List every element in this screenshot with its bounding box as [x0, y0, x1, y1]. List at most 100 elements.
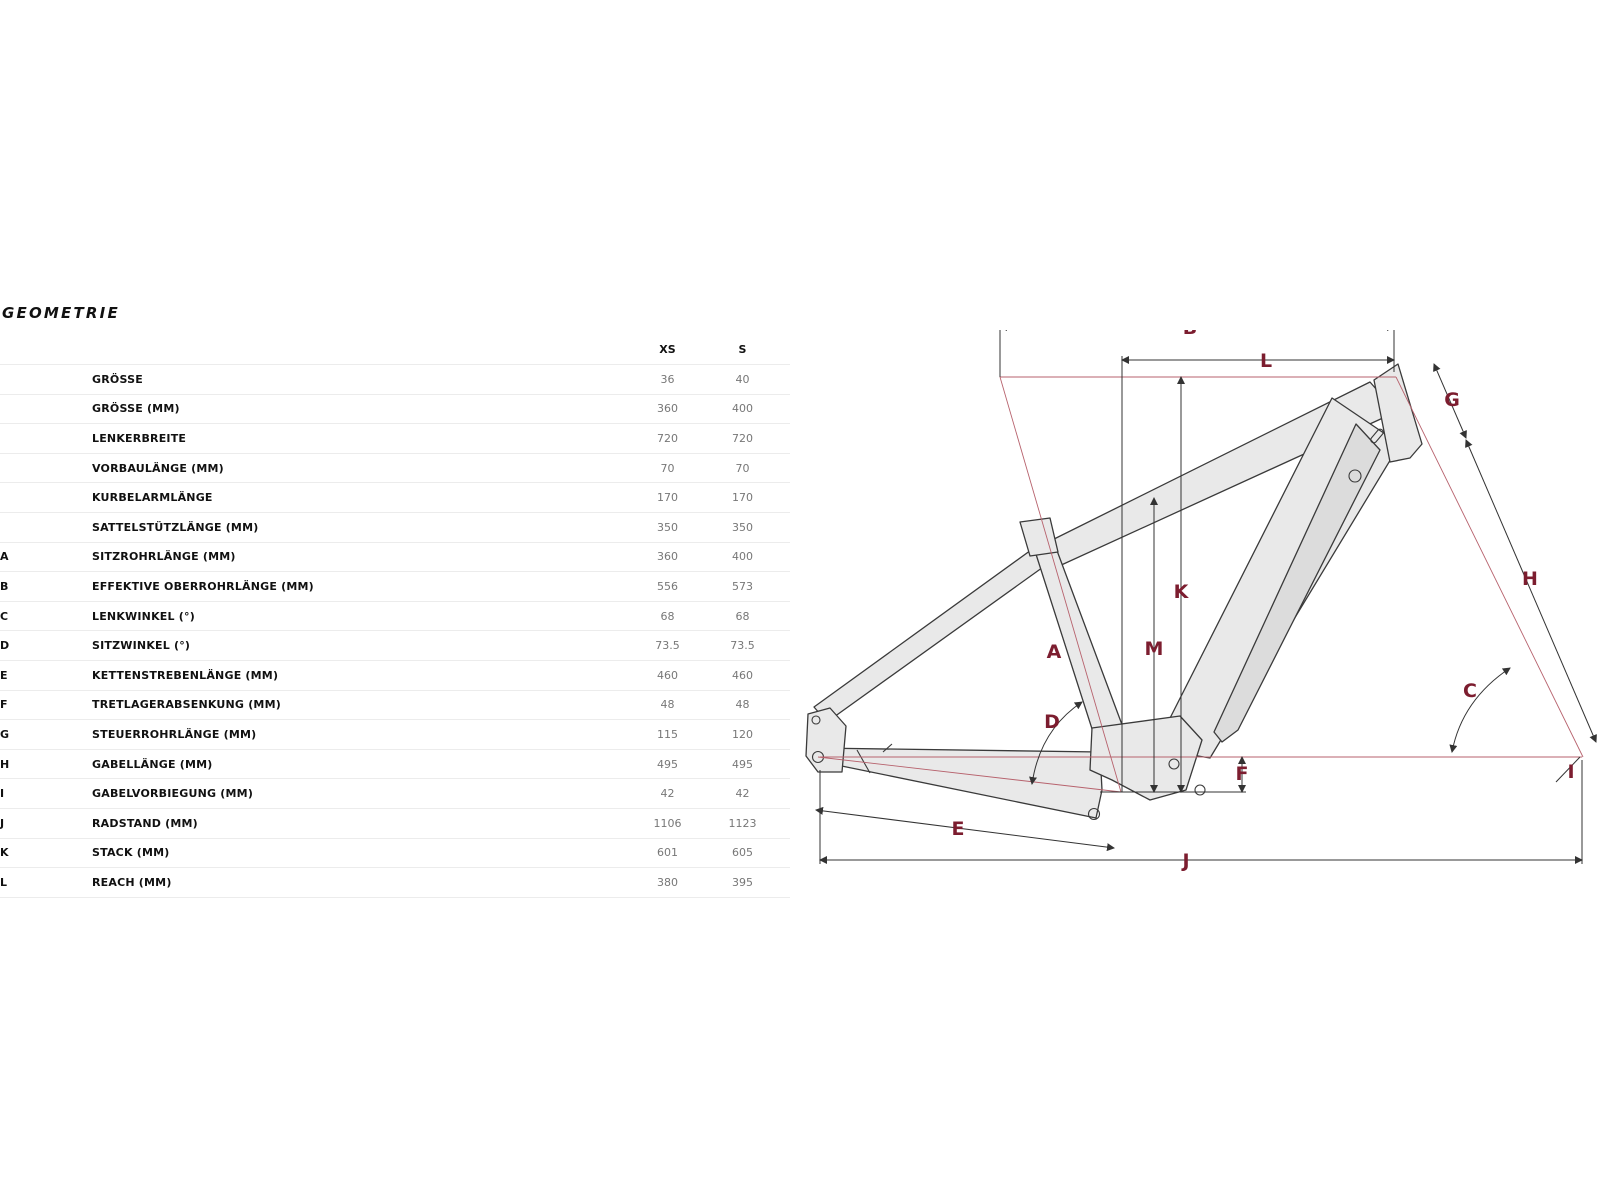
header-size-s: S	[705, 334, 780, 365]
row-letter: F	[0, 690, 92, 721]
value-xs: 495	[630, 749, 705, 780]
row-letter	[0, 423, 92, 454]
value-xs: 70	[630, 453, 705, 484]
row-pad	[780, 482, 790, 513]
dim-c-arc	[1449, 667, 1511, 753]
label-i: I	[1567, 761, 1574, 783]
value-s: 70	[705, 453, 780, 484]
row-label: GABELVORBIEGUNG (MM)	[92, 778, 630, 809]
row-label: SITZWINKEL (°)	[92, 630, 630, 661]
row-pad	[780, 749, 790, 780]
seat-post-collar	[1019, 517, 1059, 557]
stay-detail-2	[882, 743, 893, 753]
value-s: 605	[705, 838, 780, 869]
value-s: 42	[705, 778, 780, 809]
value-xs: 360	[630, 394, 705, 425]
value-s: 400	[705, 542, 780, 573]
top-pivot	[811, 715, 821, 725]
value-xs: 720	[630, 423, 705, 454]
row-letter: J	[0, 808, 92, 839]
dim-d-arc	[1029, 701, 1083, 785]
row-label: KURBELARMLÄNGE	[92, 482, 630, 513]
table-header-row: XS S	[0, 334, 790, 365]
value-s: 48	[705, 690, 780, 721]
row-label: LENKWINKEL (°)	[92, 601, 630, 632]
row-pad	[780, 542, 790, 573]
stay-detail-1	[856, 749, 871, 774]
value-xs: 48	[630, 690, 705, 721]
row-label: EFFEKTIVE OBERROHRLÄNGE (MM)	[92, 571, 630, 602]
label-g: G	[1444, 389, 1460, 411]
value-s: 350	[705, 512, 780, 543]
dim-g	[1433, 363, 1467, 439]
row-pad	[780, 778, 790, 809]
value-s: 395	[705, 867, 780, 898]
reference-lines	[817, 376, 1584, 793]
label-e: E	[952, 818, 965, 840]
value-s: 460	[705, 660, 780, 691]
row-letter: H	[0, 749, 92, 780]
row-label: STEUERROHRLÄNGE (MM)	[92, 719, 630, 750]
dim-h	[1465, 439, 1597, 743]
value-xs: 556	[630, 571, 705, 602]
dimension-labels: B L G H K M A C D F I E J	[952, 330, 1575, 872]
value-s: 400	[705, 394, 780, 425]
value-xs: 601	[630, 838, 705, 869]
row-label: TRETLAGERABSENKUNG (MM)	[92, 690, 630, 721]
dropout	[805, 707, 847, 773]
header-size-xs: XS	[630, 334, 705, 365]
row-label: GRÖSSE	[92, 364, 630, 395]
header-label	[92, 334, 630, 365]
row-pad	[780, 690, 790, 721]
row-letter	[0, 512, 92, 543]
row-pad	[780, 630, 790, 661]
dim-e	[815, 806, 1115, 852]
row-letter: L	[0, 867, 92, 898]
label-b: B	[1183, 330, 1197, 339]
value-xs: 1106	[630, 808, 705, 839]
cable-port	[1348, 469, 1362, 483]
row-letter: I	[0, 778, 92, 809]
row-pad	[780, 838, 790, 869]
ref-steering-axis	[1395, 376, 1584, 758]
row-pad	[780, 571, 790, 602]
label-d: D	[1044, 711, 1060, 733]
value-xs: 350	[630, 512, 705, 543]
value-s: 68	[705, 601, 780, 632]
row-letter	[0, 394, 92, 425]
row-label: REACH (MM)	[92, 867, 630, 898]
label-c: C	[1463, 680, 1477, 702]
row-letter	[0, 482, 92, 513]
label-h: H	[1522, 568, 1538, 590]
page-title: GEOMETRIE	[2, 304, 120, 322]
frame-geometry-diagram: B L G H K M A C D F I E J	[805, 330, 1597, 872]
row-label: KETTENSTREBENLÄNGE (MM)	[92, 660, 630, 691]
row-pad	[780, 364, 790, 395]
value-s: 720	[705, 423, 780, 454]
header-pad	[780, 334, 790, 365]
row-label: STACK (MM)	[92, 838, 630, 869]
row-letter: K	[0, 838, 92, 869]
battery-window	[1213, 423, 1381, 743]
value-s: 73.5	[705, 630, 780, 661]
value-xs: 42	[630, 778, 705, 809]
row-letter: B	[0, 571, 92, 602]
row-label: LENKERBREITE	[92, 423, 630, 454]
value-xs: 170	[630, 482, 705, 513]
dimension-lines	[815, 330, 1597, 864]
